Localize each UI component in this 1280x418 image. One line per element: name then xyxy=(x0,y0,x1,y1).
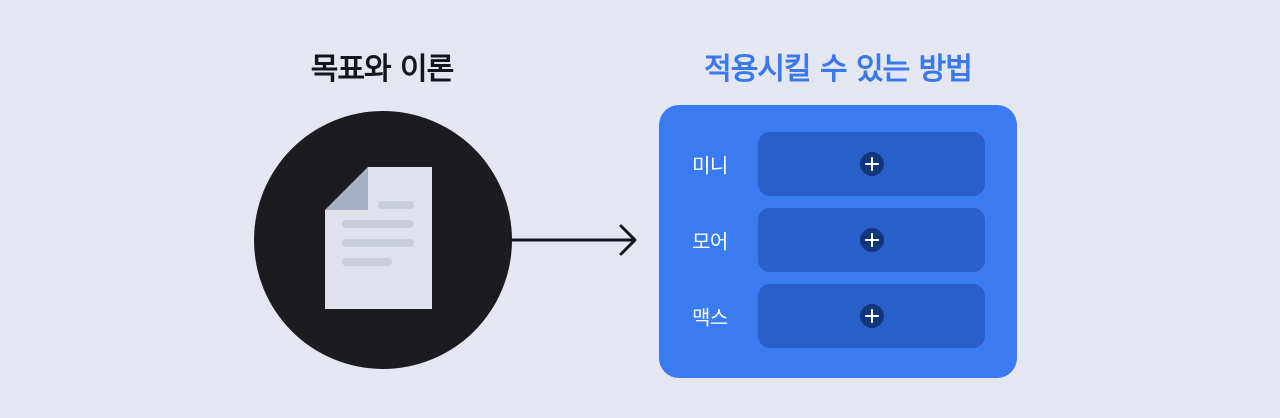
document-icon xyxy=(325,167,432,309)
method-slot-mini[interactable] xyxy=(758,132,985,196)
applicable-methods-title: 적용시킬 수 있는 방법 xyxy=(704,52,973,87)
document-circle xyxy=(254,111,512,369)
method-slot-more[interactable] xyxy=(758,208,985,272)
goals-theory-title: 목표와 이론 xyxy=(310,52,454,87)
methods-panel: 미니 모어 맥스 xyxy=(659,105,1017,378)
method-label: 맥스 xyxy=(692,305,728,330)
method-label: 모어 xyxy=(692,229,728,254)
plus-icon[interactable] xyxy=(859,228,884,252)
plus-icon[interactable] xyxy=(859,304,884,328)
method-label: 미니 xyxy=(692,153,728,178)
method-row-mini: 미니 xyxy=(659,132,1017,196)
method-row-max: 맥스 xyxy=(659,284,1017,348)
method-row-more: 모어 xyxy=(659,208,1017,272)
plus-icon[interactable] xyxy=(859,152,884,176)
method-slot-max[interactable] xyxy=(758,284,985,348)
arrow-right-icon xyxy=(512,224,637,256)
